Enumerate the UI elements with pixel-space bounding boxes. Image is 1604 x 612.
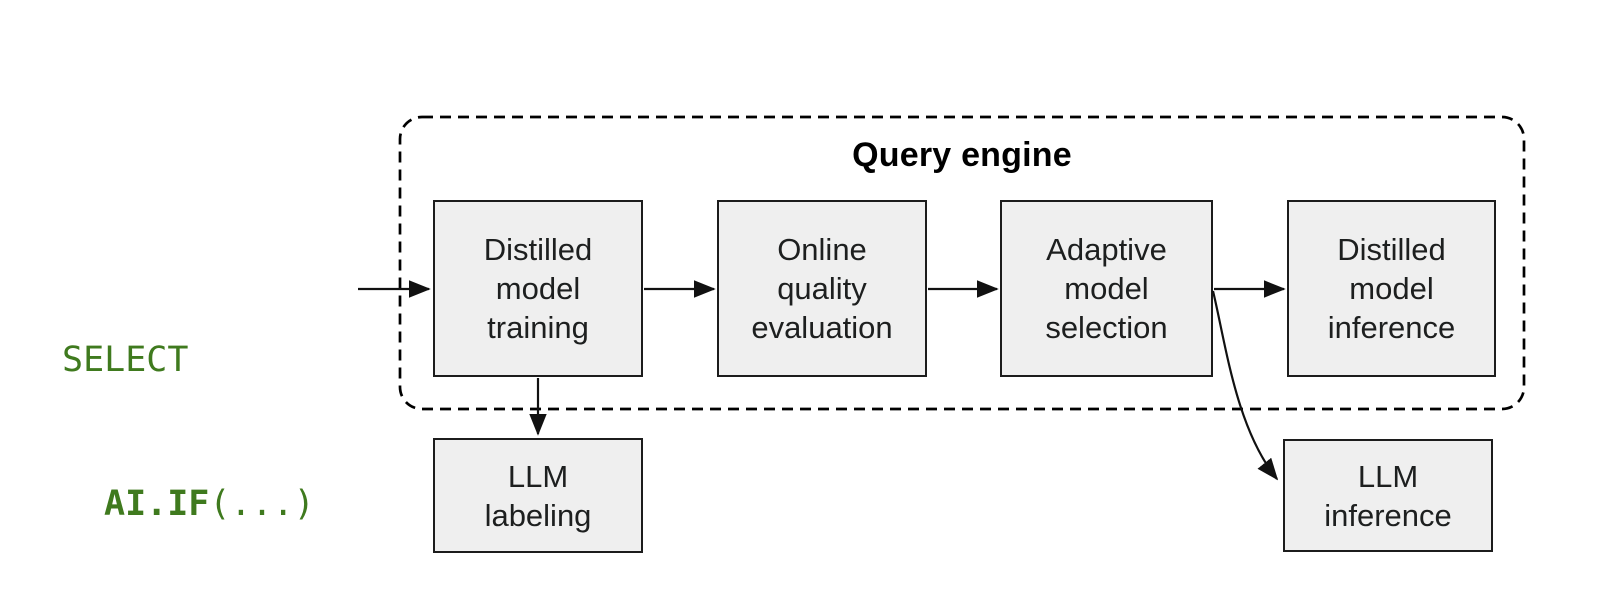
arrow-selection-to-llm-inference [1211,290,1279,481]
sql-ai-if-function: AI.IF [104,484,210,524]
node-online-quality-evaluation: Online quality evaluation [717,200,927,377]
sql-select-keyword: SELECT [62,340,189,380]
node-distilled-model-inference: Distilled model inference [1287,200,1496,377]
node-label: Distilled model inference [1327,232,1456,345]
node-adaptive-model-selection: Adaptive model selection [1000,200,1213,377]
node-label: LLM labeling [484,458,592,533]
node-llm-labeling: LLM labeling [433,438,643,553]
sql-function-call: AI.IF(...) [62,480,315,528]
node-label: Online quality evaluation [751,232,893,345]
node-llm-inference: LLM inference [1283,439,1493,552]
node-label: Distilled model training [483,232,593,345]
node-label: LLM inference [1324,458,1452,533]
node-label: Adaptive model selection [1045,232,1168,345]
node-distilled-model-training: Distilled model training [433,200,643,377]
query-engine-title: Query engine [852,136,1072,174]
sql-query-text: SELECT AI.IF(...) [62,240,315,612]
sql-function-args: (...) [209,484,315,524]
